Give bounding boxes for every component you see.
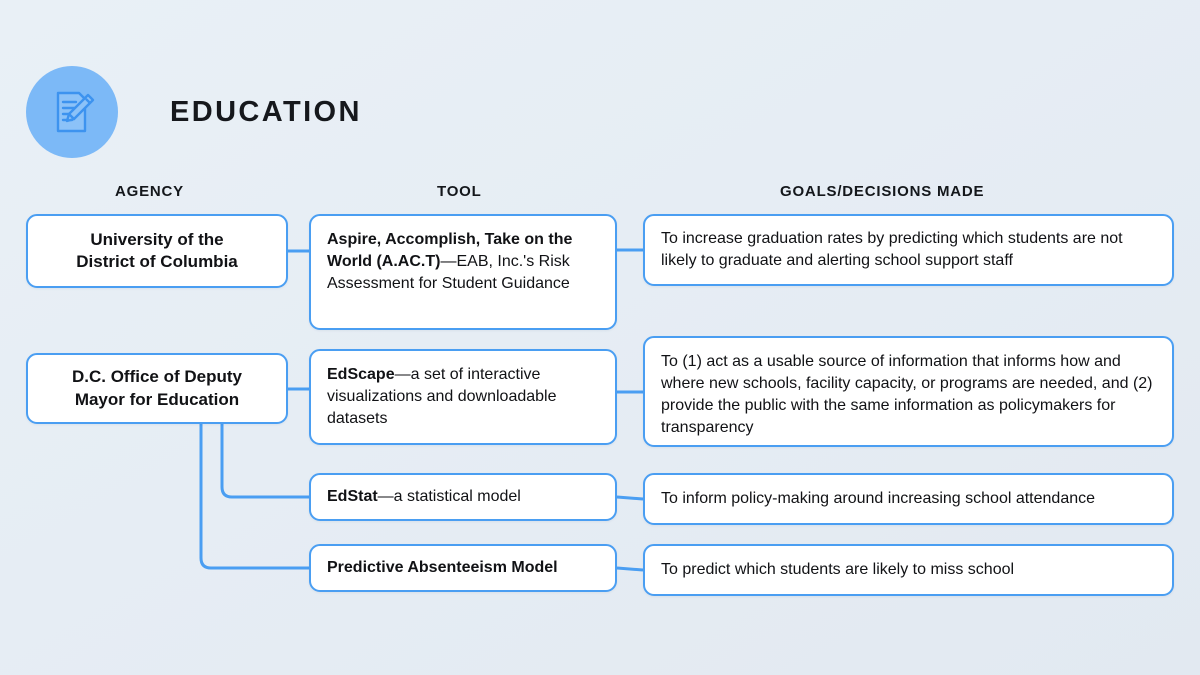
connector-agency2-tool4	[199, 424, 309, 570]
connector-agency2-tool3	[220, 424, 309, 499]
goal-box-edscape-transparency[interactable]: To (1) act as a usable source of informa…	[643, 336, 1174, 447]
goal-box-miss-school[interactable]: To predict which students are likely to …	[643, 544, 1174, 596]
tool-name: Aspire, Accomplish, Take on the World (A…	[327, 231, 573, 270]
goal-box-graduation-rates[interactable]: To increase graduation rates by predicti…	[643, 214, 1174, 286]
tool-box-aact[interactable]: Aspire, Accomplish, Take on the World (A…	[309, 214, 617, 330]
tool-description: —EAB, Inc.'s Risk Assessment for Student…	[327, 252, 570, 292]
page-title: EDUCATION	[170, 95, 362, 128]
tool-name: Predictive Absenteeism Model	[327, 559, 558, 577]
tool-description: —a statistical model	[377, 488, 521, 506]
agency-box-dc-office-deputy-mayor-education[interactable]: D.C. Office of Deputy Mayor for Educatio…	[26, 353, 288, 424]
goal-text: To increase graduation rates by predicti…	[661, 229, 1123, 269]
tool-name: EdStat	[327, 488, 378, 506]
page-header: EDUCATION	[26, 62, 626, 162]
agency-box-university-district-of-columbia[interactable]: University of the District of Columbia	[26, 214, 288, 288]
agency-name-line-2: District of Columbia	[76, 252, 238, 271]
tool-name: EdScape	[327, 366, 395, 383]
goal-text: To inform policy-making around increasin…	[661, 489, 1096, 507]
connector-tool4-goal4	[616, 566, 644, 572]
tool-box-edstat[interactable]: EdStat—a statistical model	[309, 473, 617, 521]
tool-description: —a set of interactive visualizations and…	[327, 366, 557, 427]
tool-box-predictive-absenteeism-model[interactable]: Predictive Absenteeism Model	[309, 544, 617, 592]
agency-name-line-1: D.C. Office of Deputy	[71, 367, 242, 387]
goal-text: To (1) act as a usable source of informa…	[661, 353, 1153, 437]
document-pencil-icon	[26, 66, 118, 158]
column-header-goals: GOALS/DECISIONS MADE	[780, 183, 985, 200]
column-header-tool: TOOL	[437, 183, 482, 200]
connector-tool3-goal3	[616, 495, 644, 501]
agency-name-line-1: University of the	[90, 229, 224, 249]
tool-box-edscape[interactable]: EdScape—a set of interactive visualizati…	[309, 349, 617, 445]
goal-text: To predict which students are likely to …	[661, 560, 1015, 578]
column-header-agency: AGENCY	[115, 183, 184, 200]
agency-name-line-2: Mayor for Education	[74, 389, 240, 409]
goal-box-school-attendance[interactable]: To inform policy-making around increasin…	[643, 473, 1174, 525]
